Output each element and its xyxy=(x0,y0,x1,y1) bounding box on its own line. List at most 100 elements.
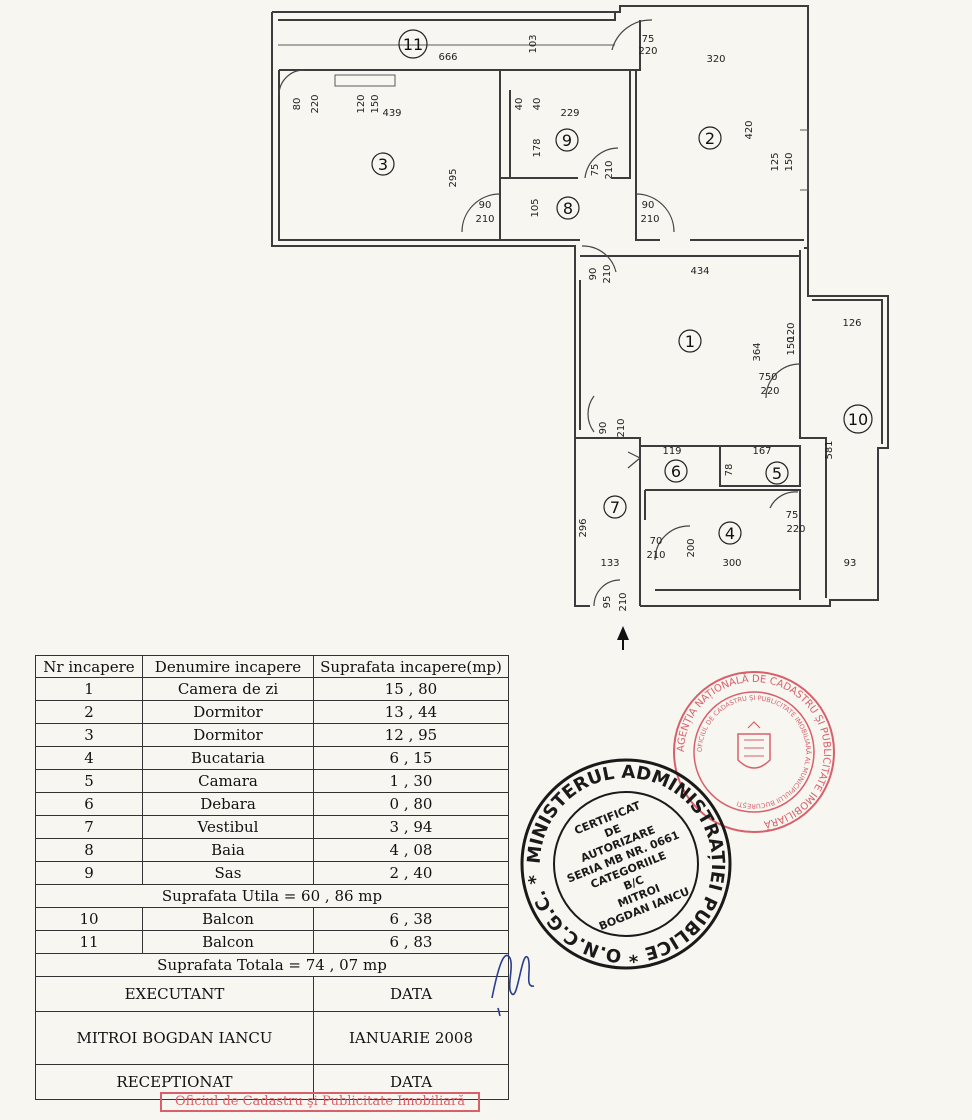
header-room-number: Nr incapere xyxy=(35,655,143,678)
dimension-label: 210 xyxy=(475,214,494,225)
exterior-walls xyxy=(271,5,889,607)
room-area: 6 , 38 xyxy=(313,907,509,931)
executant-row: MITROI BOGDAN IANCU IANUARIE 2008 xyxy=(35,1011,509,1065)
dimension-label: 90 xyxy=(479,200,492,211)
room-area: 15 , 80 xyxy=(313,677,509,701)
room-area: 12 , 95 xyxy=(313,723,509,747)
room-number-1: 1 xyxy=(678,329,702,353)
room-area-table: Nr incapere Denumire incapere Suprafata … xyxy=(35,655,509,1100)
dimension-label: 666 xyxy=(438,52,457,63)
signature xyxy=(491,954,535,1017)
room-number: 11 xyxy=(35,930,143,954)
svg-text:10: 10 xyxy=(848,410,868,429)
room-number: 4 xyxy=(35,746,143,770)
useful-area-row: Suprafata Utila = 60 , 86 mp xyxy=(35,884,509,908)
svg-text:8: 8 xyxy=(563,199,573,218)
svg-text:3: 3 xyxy=(378,155,388,174)
dimension-label: 150 xyxy=(784,152,795,171)
room-number-11: 11 xyxy=(398,29,428,59)
svg-text:7: 7 xyxy=(610,498,620,517)
dimension-label: 178 xyxy=(532,138,543,157)
header-room-area: Suprafata incapere(mp) xyxy=(313,655,509,678)
room-name: Balcon xyxy=(142,930,314,954)
dimension-label: 78 xyxy=(724,464,735,477)
room-area: 3 , 94 xyxy=(313,815,509,839)
room-name: Dormitor xyxy=(142,700,314,724)
dimension-label: 90 xyxy=(598,422,609,435)
room-area: 4 , 08 xyxy=(313,838,509,862)
dimension-label: 210 xyxy=(640,214,659,225)
room-name: Bucataria xyxy=(142,746,314,770)
room-area: 6 , 83 xyxy=(313,930,509,954)
dimension-label: 581 xyxy=(824,440,835,459)
dimension-label: 220 xyxy=(310,94,321,113)
svg-text:9: 9 xyxy=(562,131,572,150)
room-name: Camara xyxy=(142,769,314,793)
room-number: 9 xyxy=(35,861,143,885)
dimension-label: 120 xyxy=(786,322,797,341)
dimension-label: 80 xyxy=(292,98,303,111)
svg-text:6: 6 xyxy=(671,462,681,481)
received-header-row: RECEPTIONAT DATA xyxy=(35,1064,509,1100)
dimension-label: 150 xyxy=(786,336,797,355)
dimension-label: 103 xyxy=(528,34,539,53)
dimension-label: 105 xyxy=(530,198,541,217)
svg-text:5: 5 xyxy=(772,464,782,483)
dimension-label: 750 xyxy=(758,372,777,383)
dimension-label: 150 xyxy=(370,94,381,113)
room-area: 1 , 30 xyxy=(313,769,509,793)
executant-date: IANUARIE 2008 xyxy=(313,1011,509,1065)
room-number: 5 xyxy=(35,769,143,793)
dimension-label: 40 xyxy=(532,98,543,111)
dimension-label: 90 xyxy=(588,268,599,281)
dimension-label: 40 xyxy=(514,98,525,111)
black-stamp-line: DE xyxy=(603,822,623,840)
dimension-label: 220 xyxy=(638,46,657,57)
room-area: 6 , 15 xyxy=(313,746,509,770)
dimension-label: 300 xyxy=(722,558,741,569)
room-number-2: 2 xyxy=(698,126,722,150)
dimension-label: 220 xyxy=(760,386,779,397)
room-name: Camera de zi xyxy=(142,677,314,701)
room-number-7: 7 xyxy=(603,495,627,519)
dimension-label: 210 xyxy=(616,418,627,437)
total-area-row: Suprafata Totala = 74 , 07 mp xyxy=(35,953,509,977)
executant-label: EXECUTANT xyxy=(35,976,314,1012)
svg-text:4: 4 xyxy=(725,524,735,543)
interior-walls xyxy=(278,20,809,600)
dimension-label: 420 xyxy=(744,120,755,139)
useful-area-total: Suprafata Utila = 60 , 86 mp xyxy=(35,884,509,908)
dimension-label: 93 xyxy=(844,558,857,569)
cadastre-rect-stamp: Oficiul de Cadastru şi Publicitate Imobi… xyxy=(160,1092,480,1112)
dimension-label: 320 xyxy=(706,54,725,65)
room-number: 3 xyxy=(35,723,143,747)
dimension-label: 126 xyxy=(842,318,861,329)
dimension-label: 90 xyxy=(642,200,655,211)
room-number: 8 xyxy=(35,838,143,862)
room-number-3: 3 xyxy=(371,152,395,176)
dimension-label: 295 xyxy=(448,168,459,187)
dimension-label: 439 xyxy=(382,108,401,119)
room-name: Sas xyxy=(142,861,314,885)
dimension-label: 200 xyxy=(686,538,697,557)
room-name: Dormitor xyxy=(142,723,314,747)
svg-text:1: 1 xyxy=(685,332,695,351)
room-number-10: 10 xyxy=(843,404,873,434)
room-name: Vestibul xyxy=(142,815,314,839)
entrance-arrow-icon xyxy=(617,626,629,650)
room-number-6: 6 xyxy=(664,459,688,483)
dimension-label: 70 xyxy=(650,536,663,547)
date-label: DATA xyxy=(313,976,509,1012)
room-name: Baia xyxy=(142,838,314,862)
door-swings xyxy=(278,19,801,607)
dimension-label: 75 xyxy=(786,510,799,521)
